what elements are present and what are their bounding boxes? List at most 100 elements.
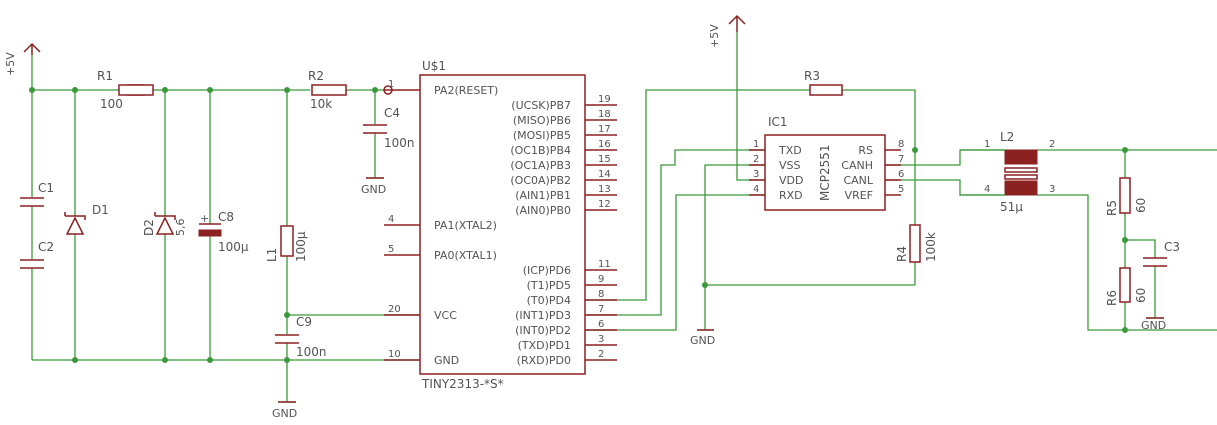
l2-pin-1: 1 (984, 139, 990, 150)
pin-label: (T1)PD5 (527, 279, 571, 292)
junction (284, 312, 290, 318)
l2-pin-3: 3 (1049, 184, 1055, 195)
r1-value: 100 (100, 97, 123, 111)
pin-label: (TXD)PD1 (518, 339, 571, 352)
pin-number: 17 (598, 124, 611, 135)
l1-name: L1 (265, 248, 279, 262)
c3-name: C3 (1164, 240, 1180, 254)
pin-label: (OC0A)PB2 (510, 174, 571, 187)
zener-diode-d2: D2 5,6 (142, 212, 187, 236)
pin-number: 2 (753, 154, 759, 165)
junction (207, 87, 213, 93)
pin-label: (OC1B)PB4 (510, 144, 571, 157)
wires (31, 32, 1217, 403)
pin-label: PA1(XTAL2) (434, 219, 497, 232)
vcc-arrow-icon (728, 14, 746, 32)
pin-label: (INT1)PD3 (515, 309, 571, 322)
resistor-r3: R3 (804, 69, 843, 96)
l2-pin-2: 2 (1049, 139, 1055, 150)
gnd-label: GND (361, 183, 386, 196)
pin-number: 12 (598, 199, 611, 210)
r1-name: R1 (97, 69, 113, 83)
vcc-arrow-icon (23, 42, 41, 55)
pin-number: 19 (598, 94, 611, 105)
junction (372, 87, 378, 93)
junction (702, 282, 708, 288)
pin-label: (MOSI)PB5 (513, 129, 571, 142)
r2-value: 10k (310, 97, 332, 111)
junction (284, 357, 290, 363)
gnd-label: GND (272, 407, 297, 420)
r6-name: R6 (1105, 290, 1119, 306)
gnd-label: GND (690, 334, 715, 347)
pin-label: VREF (845, 189, 873, 202)
r5-value: 60 (1134, 198, 1148, 213)
junction (912, 147, 918, 153)
pin-label: (AIN1)PB1 (515, 189, 571, 202)
pin-label: CANH (841, 159, 873, 172)
junction (29, 87, 35, 93)
d1-name: D1 (92, 203, 109, 217)
pin-label: RS (858, 144, 873, 157)
pin-number: 8 (898, 139, 904, 150)
pin-label: VDD (779, 174, 803, 187)
c9-name: C9 (296, 315, 312, 329)
r5-name: R5 (1105, 200, 1119, 216)
pin-label: (ICP)PD6 (523, 264, 571, 277)
resistor-r1: R1 100 (97, 69, 154, 111)
c8-value: 100µ (218, 240, 249, 254)
pin-label: VCC (434, 309, 457, 322)
r4-name: R4 (895, 246, 909, 262)
resistor-r6: R6 60 (1105, 267, 1148, 306)
pin-number: 9 (598, 274, 604, 285)
mcu-part: TINY2313-*S* (421, 377, 504, 391)
choke-l2: L2 51µ 1 2 3 4 (960, 130, 1055, 214)
capacitor-c9: C9 100n (275, 315, 327, 359)
pin-number: 7 (598, 304, 604, 315)
r2-name: R2 (308, 69, 324, 83)
junction (1122, 237, 1128, 243)
resistor-r4: R4 100k (895, 224, 938, 263)
pin-label: VSS (779, 159, 801, 172)
c8-polarity-icon: + (200, 212, 209, 225)
pin-number: 18 (598, 109, 611, 120)
resistor-r5: R5 60 (1105, 177, 1148, 216)
junctions (29, 87, 1128, 363)
pin-number: 10 (388, 349, 401, 360)
pin-label: GND (434, 354, 459, 367)
pin-number: 2 (598, 349, 604, 360)
pin-label: (AIN0)PB0 (515, 204, 571, 217)
r6-value: 60 (1134, 288, 1148, 303)
pin-number: 3 (753, 169, 759, 180)
pin-number: 13 (598, 184, 611, 195)
l1-value: 100µ (294, 231, 308, 262)
pin-label: (UCSK)PB7 (511, 99, 571, 112)
mcu-right-pins: 19(UCSK)PB718(MISO)PB617(MOSI)PB516(OC1B… (510, 94, 617, 367)
pin-label: RXD (779, 189, 803, 202)
l2-name: L2 (1000, 130, 1014, 144)
pin-number: 7 (898, 154, 904, 165)
pin-label: (RXD)PD0 (517, 354, 571, 367)
vcc-label-right: +5V (708, 24, 721, 48)
c1-name: C1 (38, 181, 54, 195)
pin-label: (INT0)PD2 (515, 324, 571, 337)
junction (72, 357, 78, 363)
c4-value: 100n (384, 136, 415, 150)
pin-label: PA0(XTAL1) (434, 249, 497, 262)
pin-label: PA2(RESET) (434, 84, 498, 97)
junction (1122, 327, 1128, 333)
d2-value: 5,6 (174, 219, 187, 237)
c9-value: 100n (296, 345, 327, 359)
pin-number: 6 (598, 319, 604, 330)
power-symbols: +5V +5V GND GND GND GND (4, 14, 1166, 420)
d2-name: D2 (142, 219, 156, 236)
l2-pin-4: 4 (984, 184, 990, 195)
inductor-l1: L1 100µ (265, 225, 308, 262)
can-ic-name: IC1 (768, 115, 788, 129)
pin-number: 1 (753, 139, 759, 150)
junction (162, 357, 168, 363)
c8-name: C8 (218, 210, 234, 224)
pin-label: CANL (843, 174, 873, 187)
